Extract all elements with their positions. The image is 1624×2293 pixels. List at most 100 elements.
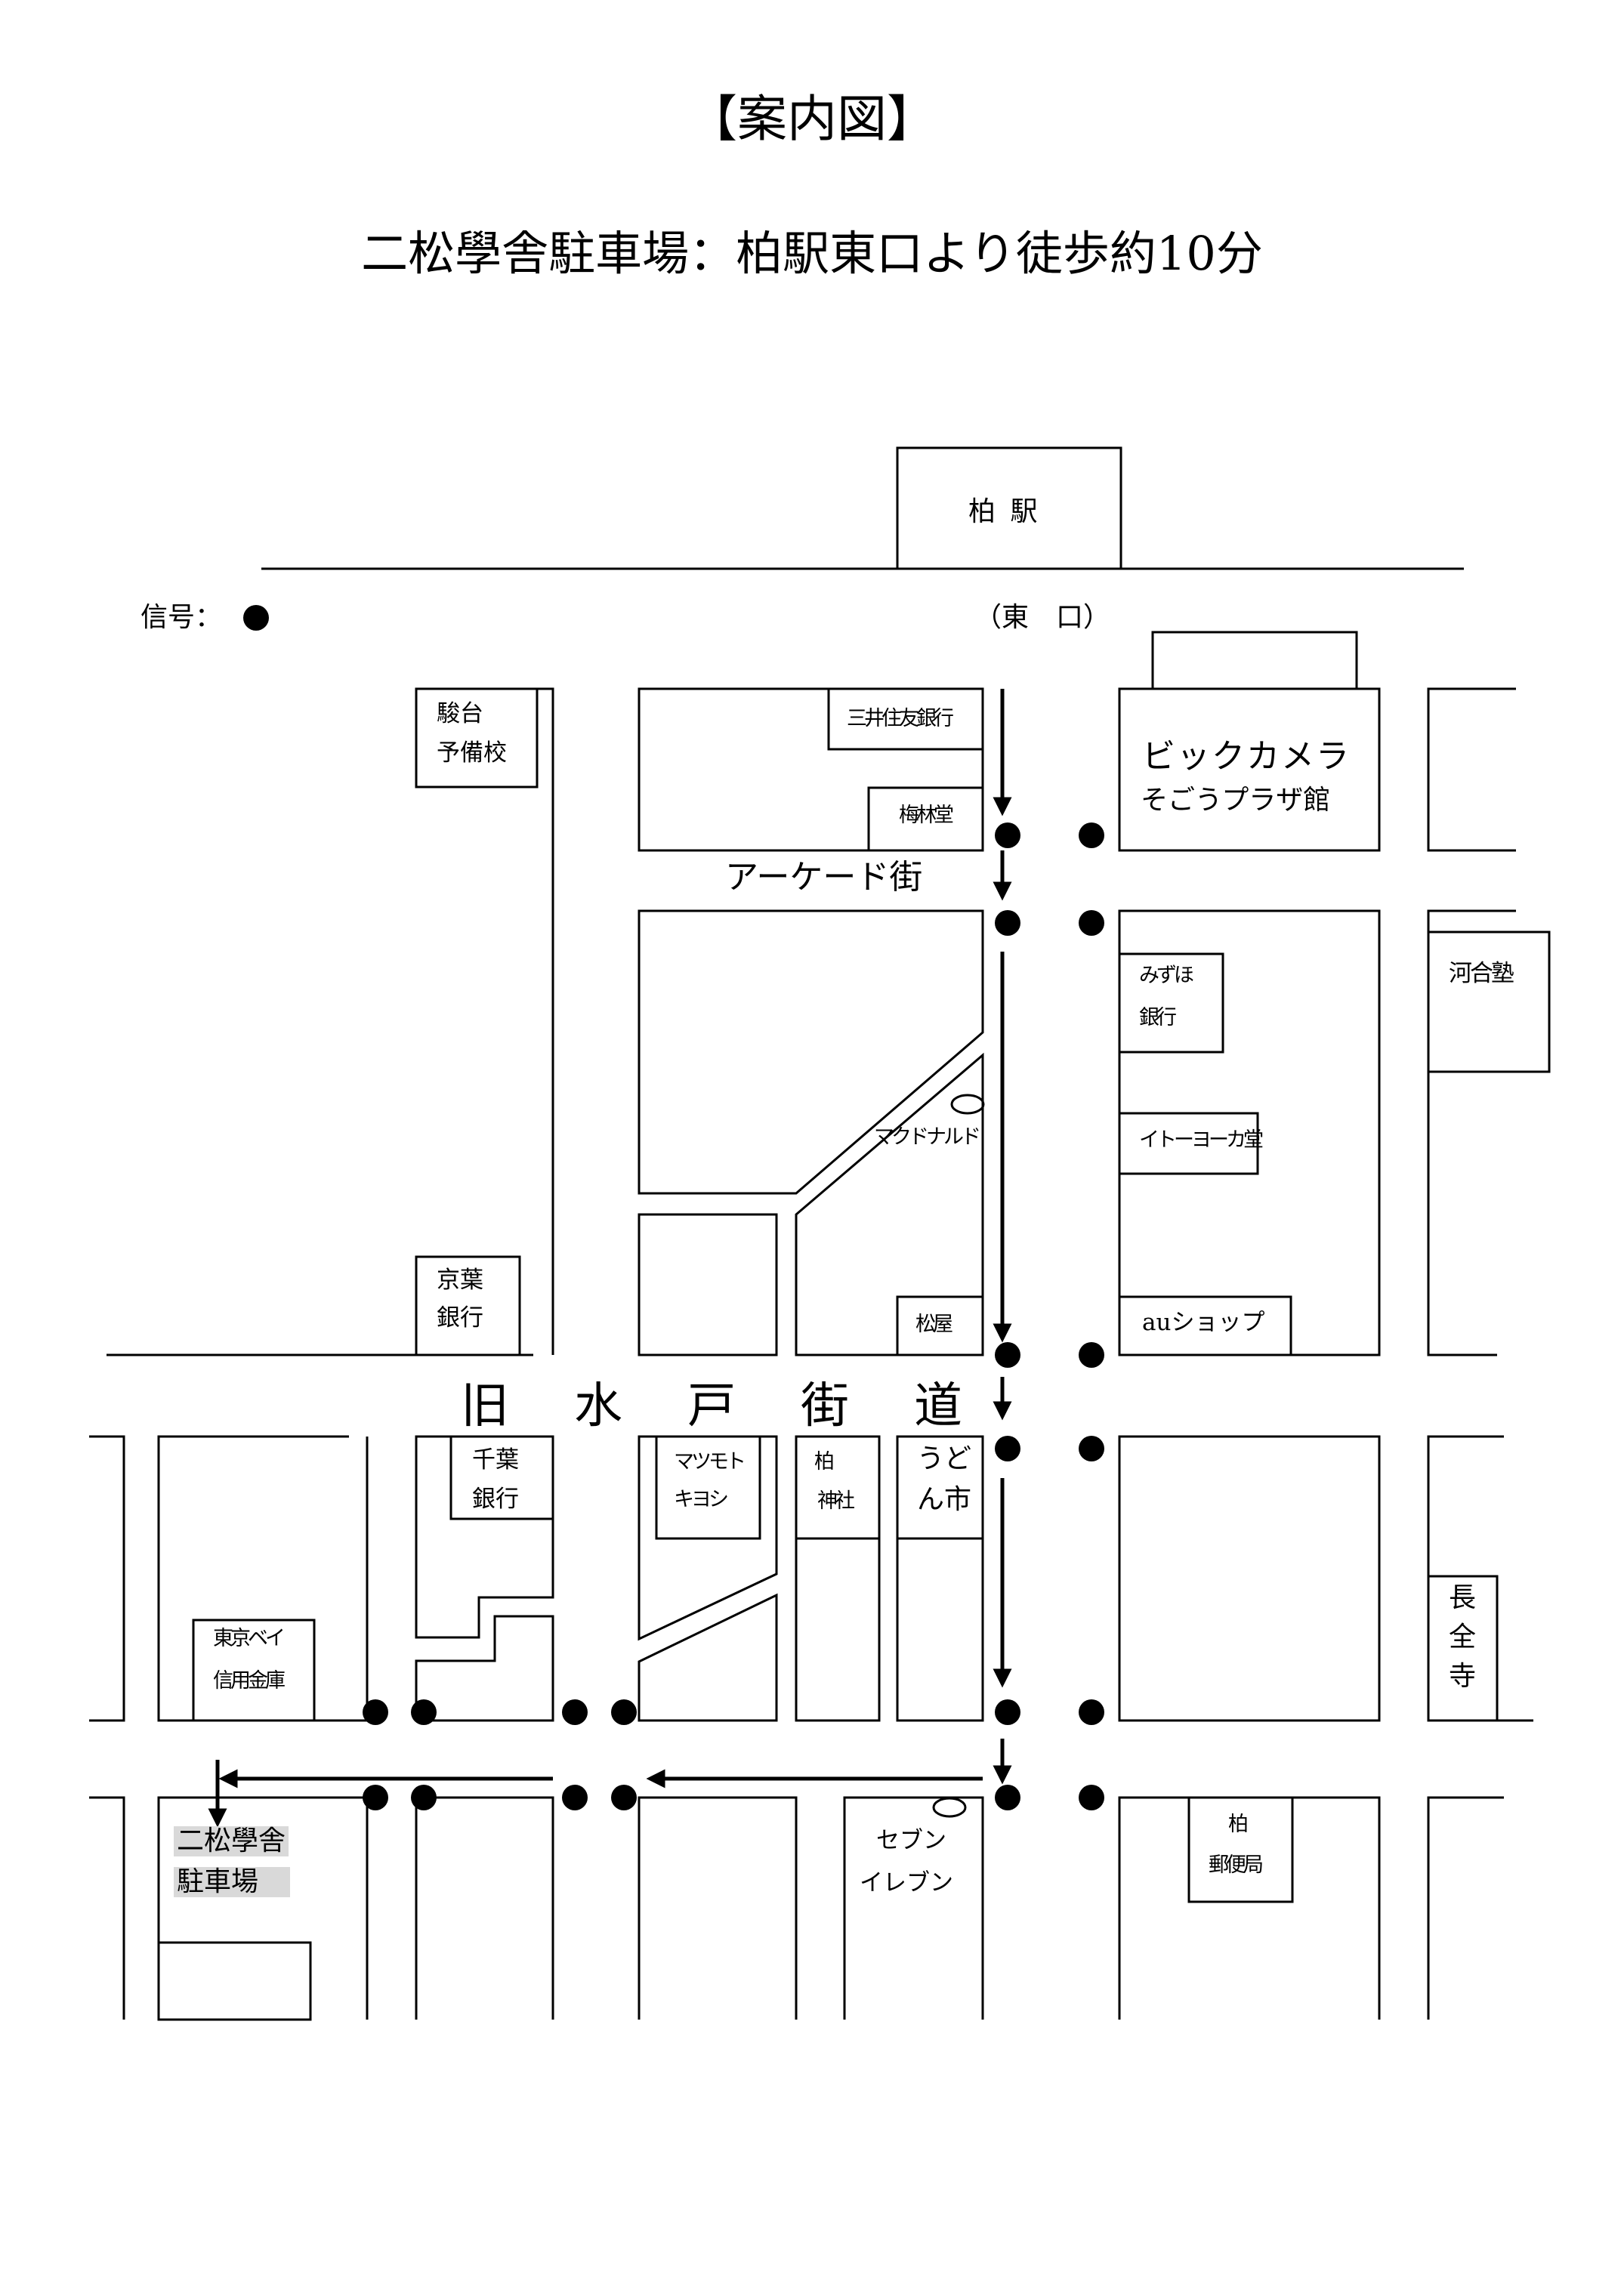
block-tokyobay: [157, 1435, 369, 1722]
signal: [1079, 1699, 1104, 1725]
street-char-1: 旧: [461, 1378, 509, 1434]
block-seven: [843, 1796, 984, 2020]
yokado-box: [1118, 1112, 1259, 1175]
sundai-box: [415, 687, 539, 789]
block-bic: [1118, 687, 1381, 852]
umebayashi-box: [867, 786, 984, 852]
signal: [995, 1342, 1020, 1368]
block-smbc: [638, 687, 984, 852]
signal: [611, 1785, 637, 1810]
signal: [1079, 1436, 1104, 1461]
chiba-box: [449, 1435, 554, 1520]
parking-extension: [157, 1941, 312, 2021]
block-far-left: [89, 1435, 125, 1722]
mcd-marker: [950, 1094, 985, 1115]
yokado-label: イトーヨーカ堂: [1139, 1128, 1264, 1152]
signal: [1079, 1342, 1104, 1368]
smbc-label: 三井住友銀行: [847, 707, 954, 730]
sundai-label-1: 駿台: [437, 700, 483, 727]
signal: [611, 1699, 637, 1725]
east-exit-label: （東 口）: [974, 602, 1111, 633]
block-right-top: [1427, 687, 1516, 852]
signal: [995, 822, 1020, 848]
matsuya-box: [896, 1295, 984, 1356]
post-label-2: 郵便局: [1209, 1853, 1264, 1877]
signal: [995, 1785, 1020, 1810]
signal: [995, 1436, 1020, 1461]
keiyo-label-1: 京葉: [437, 1267, 483, 1294]
seven-marker: [932, 1797, 967, 1818]
signal: [363, 1699, 388, 1725]
block-bottom-b: [638, 1796, 798, 2020]
au-label: auショップ: [1142, 1309, 1265, 1336]
chozenji-label-2: 全: [1449, 1622, 1477, 1653]
seven-label-2: イレブン: [860, 1869, 953, 1896]
parking-label-2: 駐車場: [174, 1867, 290, 1897]
signal: [1079, 1785, 1104, 1810]
sundai-label-2: 予備校: [437, 739, 507, 767]
block-middle-small: [638, 1213, 778, 1356]
post-label-1: 柏: [1228, 1813, 1249, 1836]
tokyobay-label-1: 東京ベイ: [213, 1627, 286, 1650]
udon-label-1: うど: [917, 1443, 972, 1474]
signal-legend-label: 信号：: [140, 602, 223, 633]
matsumoto-label-1: マツモト: [674, 1450, 746, 1474]
block-parking: [157, 1796, 369, 2020]
street-char-4: 街: [801, 1378, 849, 1434]
station-label: 柏 駅: [968, 496, 1041, 527]
mcd-label: マクドナルド: [874, 1125, 981, 1149]
umebayashi-label: 梅林堂: [899, 804, 954, 827]
block-bottom-right: [1427, 1796, 1504, 2020]
seven-label-1: セブン: [876, 1827, 946, 1854]
signal: [562, 1785, 588, 1810]
chozenji-box: [1427, 1575, 1499, 1722]
signal: [1079, 910, 1104, 936]
block-middle-upper: [638, 909, 984, 1195]
kawai-box: [1427, 930, 1551, 1073]
signal: [363, 1785, 388, 1810]
block-matsumoto-lower: [638, 1593, 778, 1722]
block-chiba-lower: [415, 1615, 554, 1722]
signal: [995, 1699, 1020, 1725]
block-udon: [896, 1435, 984, 1722]
block-lower-right: [1118, 1435, 1381, 1722]
keiyo-label-2: 銀行: [437, 1304, 483, 1332]
block-chozenji: [1427, 1435, 1533, 1722]
page-subtitle: 二松學舎駐車場：柏駅東口より徒歩約10分: [361, 226, 1263, 281]
block-post: [1118, 1796, 1381, 2020]
shrine-label-2: 神社: [817, 1489, 855, 1513]
matsumoto-box: [655, 1435, 761, 1540]
bic-label-2: そごうプラザ館: [1141, 785, 1331, 816]
udon-label-2: ん市: [917, 1484, 972, 1515]
chozenji-label-1: 長: [1449, 1582, 1477, 1613]
matsuya-label: 松屋: [915, 1313, 953, 1336]
smbc-box: [827, 687, 984, 751]
block-left-top: [533, 687, 554, 1355]
signal: [411, 1699, 437, 1725]
signal-legend-dot: [243, 605, 269, 631]
matsumoto-label-2: キヨシ: [674, 1488, 729, 1511]
chozenji-label-3: 寺: [1449, 1661, 1477, 1692]
tokyobay-box: [192, 1619, 316, 1722]
street-char-5: 道: [914, 1378, 962, 1434]
mizuho-label-1: みずほ: [1139, 964, 1194, 987]
mizuho-box: [1118, 952, 1224, 1054]
post-box: [1187, 1796, 1294, 1903]
mizuho-label-2: 銀行: [1139, 1006, 1177, 1029]
arcade-label: アーケード街: [725, 858, 923, 897]
chiba-label-1: 千葉: [472, 1446, 519, 1474]
shrine-label-1: 柏: [814, 1450, 835, 1474]
block-bottom-far-left: [89, 1796, 125, 2020]
tokyobay-label-2: 信用金庫: [213, 1669, 286, 1693]
signal: [995, 910, 1020, 936]
bic-label-1: ビックカメラ: [1142, 737, 1351, 776]
block-shrine: [795, 1435, 881, 1722]
au-box: [1118, 1295, 1292, 1356]
kawai-label: 河合塾: [1449, 960, 1514, 987]
street-char-2: 水: [574, 1378, 622, 1434]
bic-annex: [1151, 631, 1358, 690]
chiba-label-2: 銀行: [472, 1486, 519, 1513]
signal: [562, 1699, 588, 1725]
